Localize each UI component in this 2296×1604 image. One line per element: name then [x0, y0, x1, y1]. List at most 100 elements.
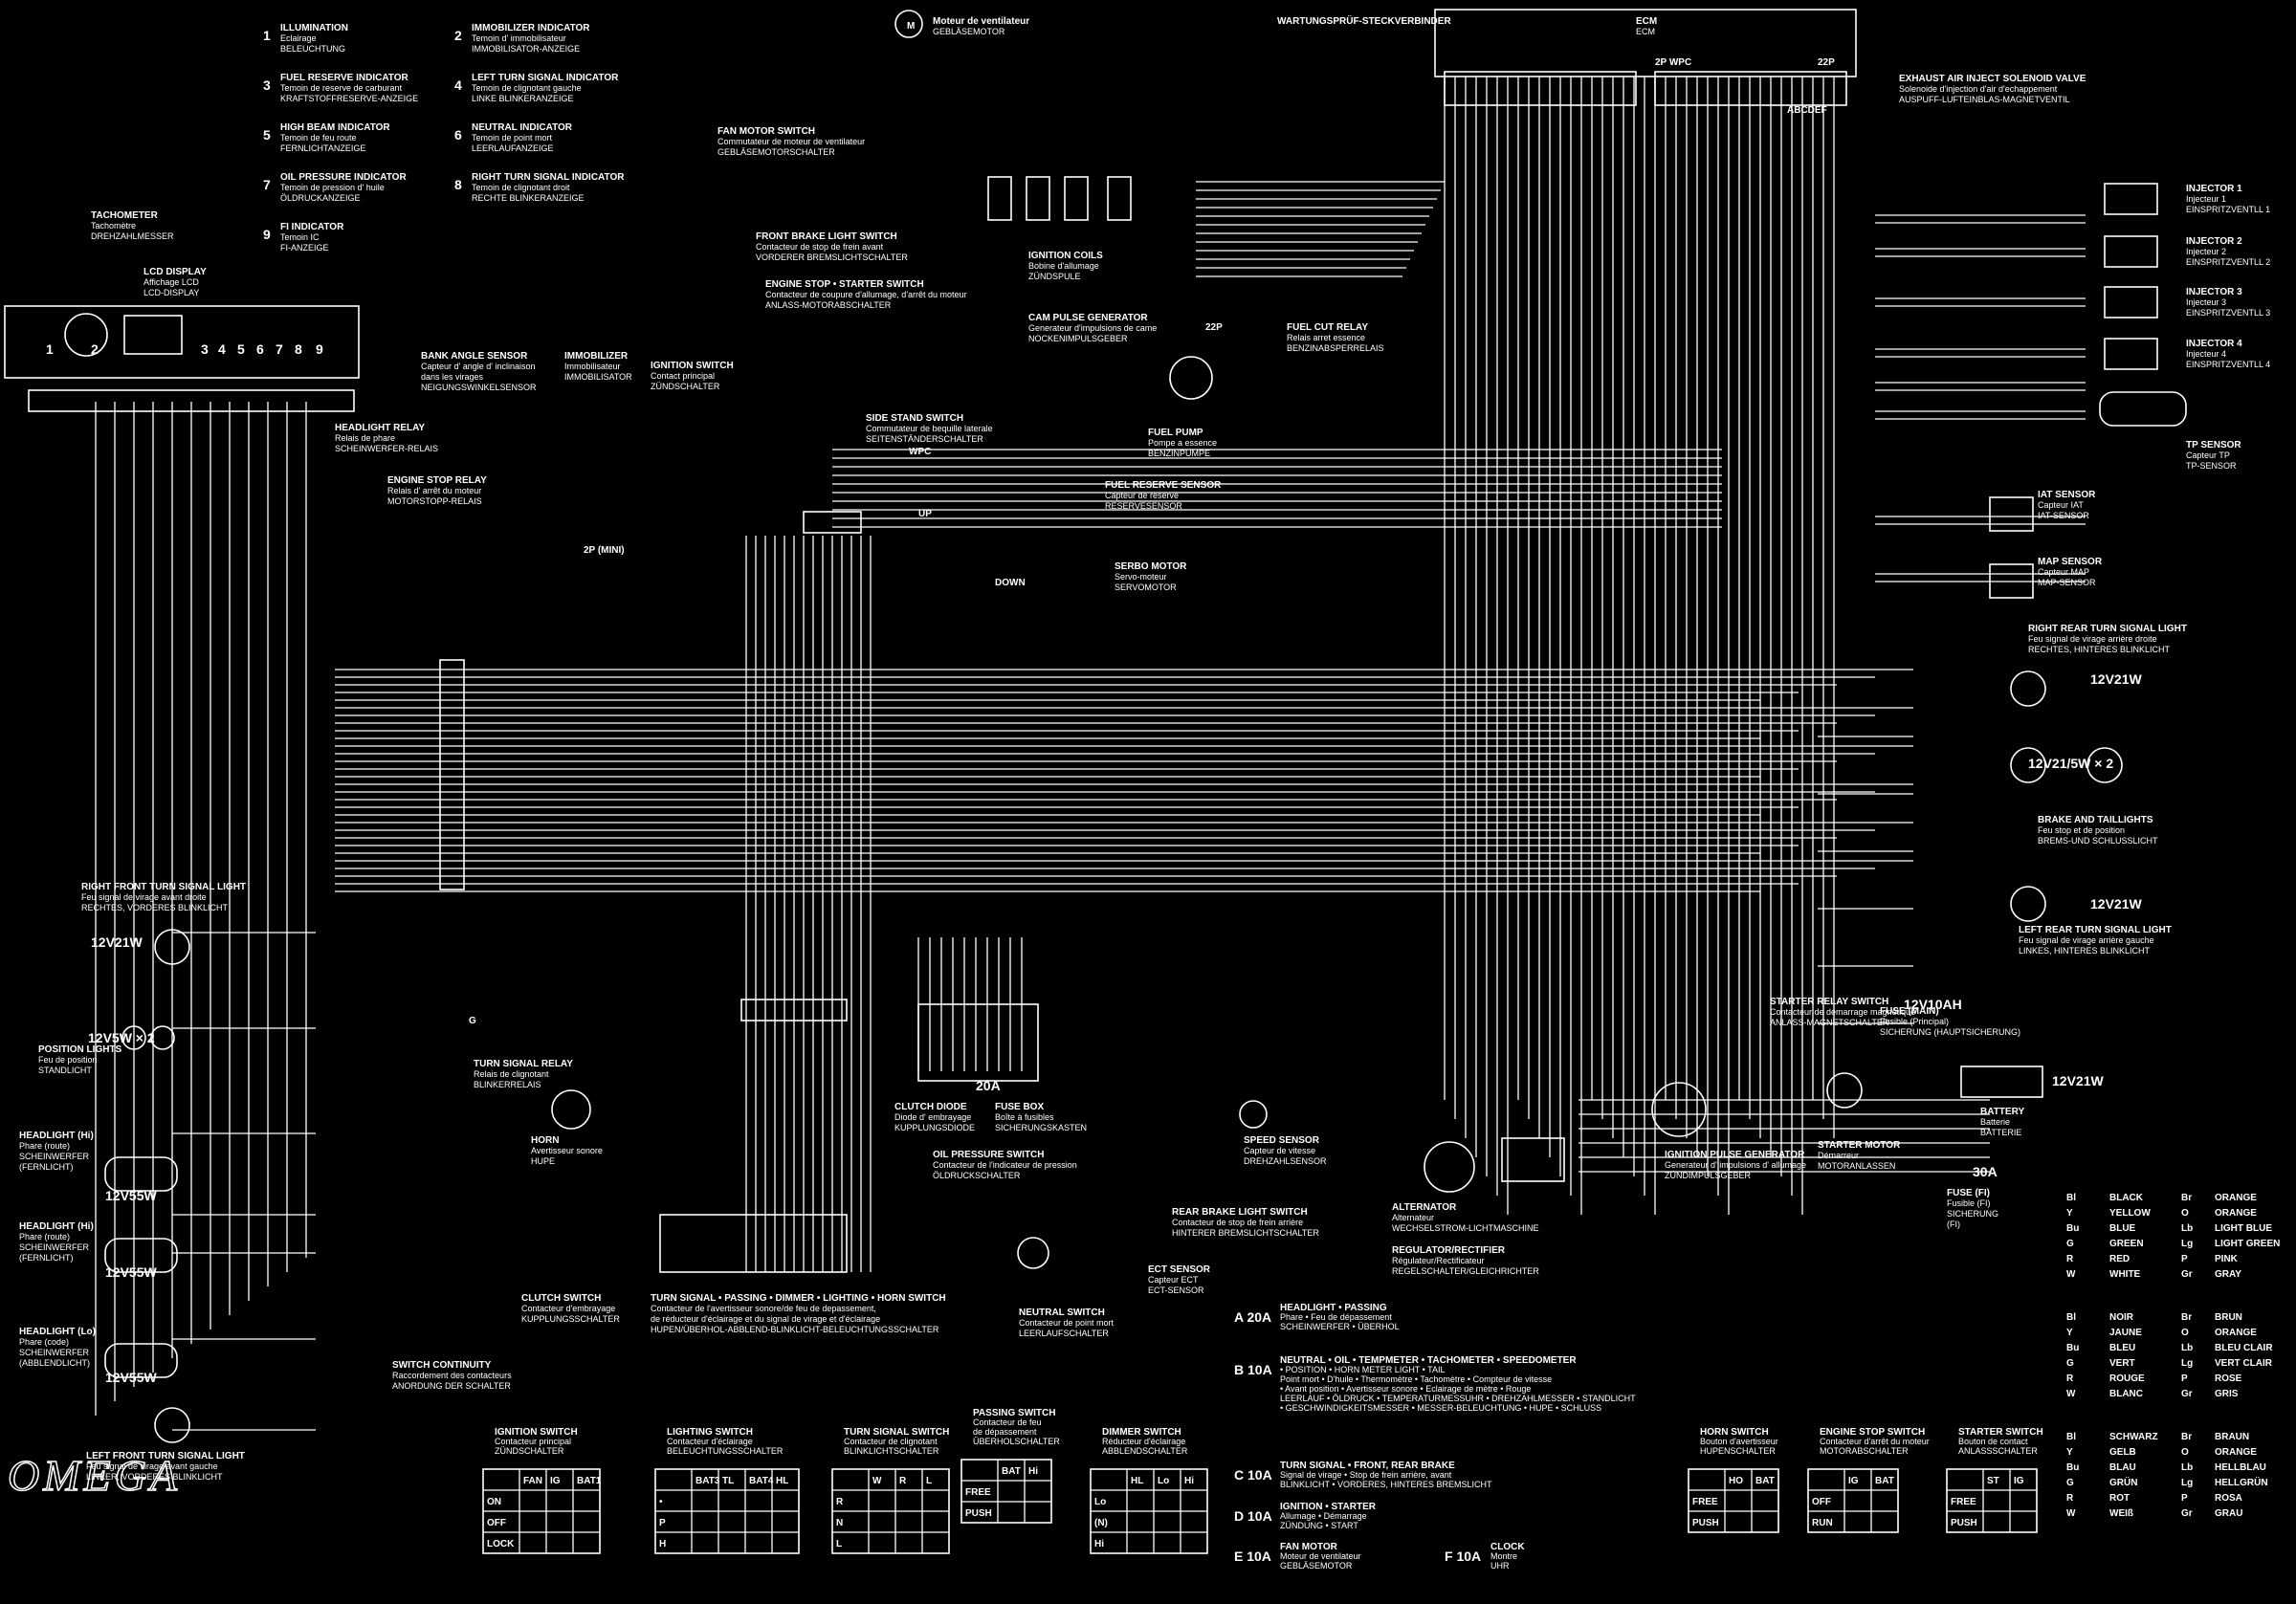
fuse-description-line: FAN MOTOR [1280, 1542, 1338, 1552]
component-label-oil-pressure-line: ÖLDRUCKSCHALTER [933, 1171, 1021, 1180]
component-label-fuse-main-line: SICHERUNG (HAUPTSICHERUNG) [1880, 1027, 2020, 1037]
component-label-fuel-cut-line: Relais arret essence [1287, 333, 1365, 342]
component-label-hl-hi1-line: SCHEINWERFER [19, 1152, 90, 1161]
indicator-number: 5 [263, 127, 271, 143]
component-label-fuel-pump-line: Pompe a essence [1148, 438, 1217, 448]
component-label-fuse-fi-line: SICHERUNG [1947, 1209, 1998, 1219]
indicator-description-line: LEFT TURN SIGNAL INDICATOR [472, 73, 619, 83]
indicator-description-line: Temoin IC [280, 232, 320, 242]
continuity-title-line: BELEUCHTUNGSSCHALTER [667, 1446, 784, 1456]
misc-label: 2P (MINI) [584, 545, 625, 556]
iat-sensor-body [1989, 496, 2034, 532]
misc-label: G [469, 1016, 476, 1026]
color-name: HELLGRÜN [2215, 1476, 2268, 1488]
component-label-turn-relay-line: Relais de clignotant [474, 1069, 549, 1079]
table-col-header: L [926, 1476, 932, 1486]
cluster-number: 5 [237, 341, 245, 357]
tp-sensor-body [2099, 391, 2187, 427]
continuity-title-line: TURN SIGNAL SWITCH [844, 1427, 949, 1438]
fuse-description-line: UHR [1490, 1561, 1510, 1571]
component-label-ecm-line: ECM [1636, 16, 1657, 27]
component-label-tp-line: TP-SENSOR [2186, 461, 2237, 471]
color-name: ROSE [2215, 1373, 2242, 1384]
component-label-fuse-fi-line: (FI) [1947, 1219, 1960, 1229]
speed-sensor-symbol [1239, 1100, 1268, 1129]
continuity-heading-line: Raccordement des contacteurs [392, 1371, 512, 1380]
tachometer-label-line: DREHZAHLMESSER [91, 231, 174, 241]
component-label-inj3-line: Injecteur 3 [2186, 297, 2226, 307]
indicator-description-line: Temoin de point mort [472, 133, 553, 143]
component-label-cam-pulse-line: Generateur d'impulsions de came [1028, 323, 1157, 333]
component-label-hl-lo-line: Phare (code) [19, 1337, 69, 1347]
component-label-ect-line: ECT SENSOR [1148, 1264, 1211, 1275]
color-code: Br [2181, 1312, 2192, 1323]
component-label-rf-turn-line: Feu signal de virage avant droite [81, 892, 207, 902]
component-label-lr-turn-line: Feu signal de virage arrière gauche [2019, 935, 2154, 945]
table-col-header: Hi [1028, 1466, 1038, 1477]
indicator-number: 7 [263, 177, 271, 192]
color-code: Lb [2181, 1462, 2193, 1473]
indicator-description-line: IMMOBILIZER INDICATOR [472, 23, 590, 33]
color-name: ROUGE [2109, 1373, 2145, 1384]
color-code: Lg [2181, 1239, 2193, 1249]
color-name: BRUN [2215, 1312, 2242, 1323]
component-label-brake-tail-line: Feu stop et de position [2038, 825, 2125, 835]
component-label-inj2-line: INJECTOR 2 [2186, 236, 2242, 247]
wire-harness [95, 77, 2086, 1431]
component-label-bank-angle-line: Capteur d' angle d' inclinaison [421, 362, 536, 371]
continuity-title-line: BLINKLICHTSCHALTER [844, 1446, 939, 1456]
continuity-title-line: ENGINE STOP SWITCH [1820, 1427, 1925, 1438]
color-name: BLEU CLAIR [2215, 1343, 2273, 1353]
misc-label: WPC [909, 447, 931, 457]
color-code: Bu [2066, 1462, 2079, 1473]
color-code: Bl [2066, 1432, 2076, 1442]
component-label-ign-pulse-line: ZÜNDIMPULSGEBER [1665, 1171, 1752, 1180]
component-label-regulator: REGULATOR/RECTIFIERRégulateur/Rectificat… [1392, 1245, 1539, 1276]
component-label-clutch-switch-line: CLUTCH SWITCH [521, 1293, 601, 1304]
component-label-inj4-line: Injecteur 4 [2186, 349, 2226, 359]
table-frame [1688, 1468, 1779, 1533]
indicator-number: 8 [454, 177, 462, 192]
component-label-exhaust-line: EXHAUST AIR INJECT SOLENOID VALVE [1899, 74, 2086, 84]
component-label-ign-switch-line: Contact principal [651, 371, 715, 381]
component-label-handlebar-switch-line: TURN SIGNAL • PASSING • DIMMER • LIGHTIN… [651, 1293, 946, 1304]
indicator-description-line: ILLUMINATION [280, 23, 348, 33]
table-col-header: R [899, 1476, 907, 1486]
indicator-number: 2 [454, 28, 462, 43]
component-label-neutral-switch-line: LEERLAUFSCHALTER [1019, 1329, 1109, 1338]
color-code: Bl [2066, 1193, 2076, 1203]
color-name: ORANGE [2215, 1193, 2257, 1203]
color-code: P [2181, 1254, 2188, 1264]
lcd-display [123, 315, 183, 355]
table-row-label: Lo [1094, 1497, 1106, 1507]
color-name: GRAY [2215, 1269, 2241, 1280]
color-name: SCHWARZ [2109, 1432, 2158, 1442]
component-label-starter-relay-line: ANLASS-MAGNETSCHALTER [1770, 1018, 1889, 1027]
misc-label: 12V21W [2090, 896, 2142, 912]
table-row-label: PUSH [965, 1508, 992, 1519]
component-label-engine-stop-starter-line: ANLASS-MOTORABSCHALTER [765, 300, 892, 310]
indicator-description-line: NEUTRAL INDICATOR [472, 122, 573, 133]
component-label-starter-motor-line: MOTORANLASSEN [1818, 1161, 1895, 1171]
handlebar-switch [659, 1214, 848, 1273]
fuse-description-line: Moteur de ventilateur [1280, 1551, 1361, 1561]
component-label-fuel-pump-line: BENZINPUMPE [1148, 449, 1210, 458]
indicator-number: 6 [454, 127, 462, 143]
cluster-connector [28, 389, 355, 412]
ignition-pulse-rotor [1651, 1082, 1707, 1137]
component-label-iat-line: IAT SENSOR [2038, 490, 2096, 500]
component-label-immobilizer-line: IMMOBILISATOR [564, 372, 632, 382]
cluster-number: 7 [276, 341, 283, 357]
component-label-hl-hi1-line: HEADLIGHT (Hi) [19, 1131, 94, 1141]
indicator-description-line: HIGH BEAM INDICATOR [280, 122, 390, 133]
